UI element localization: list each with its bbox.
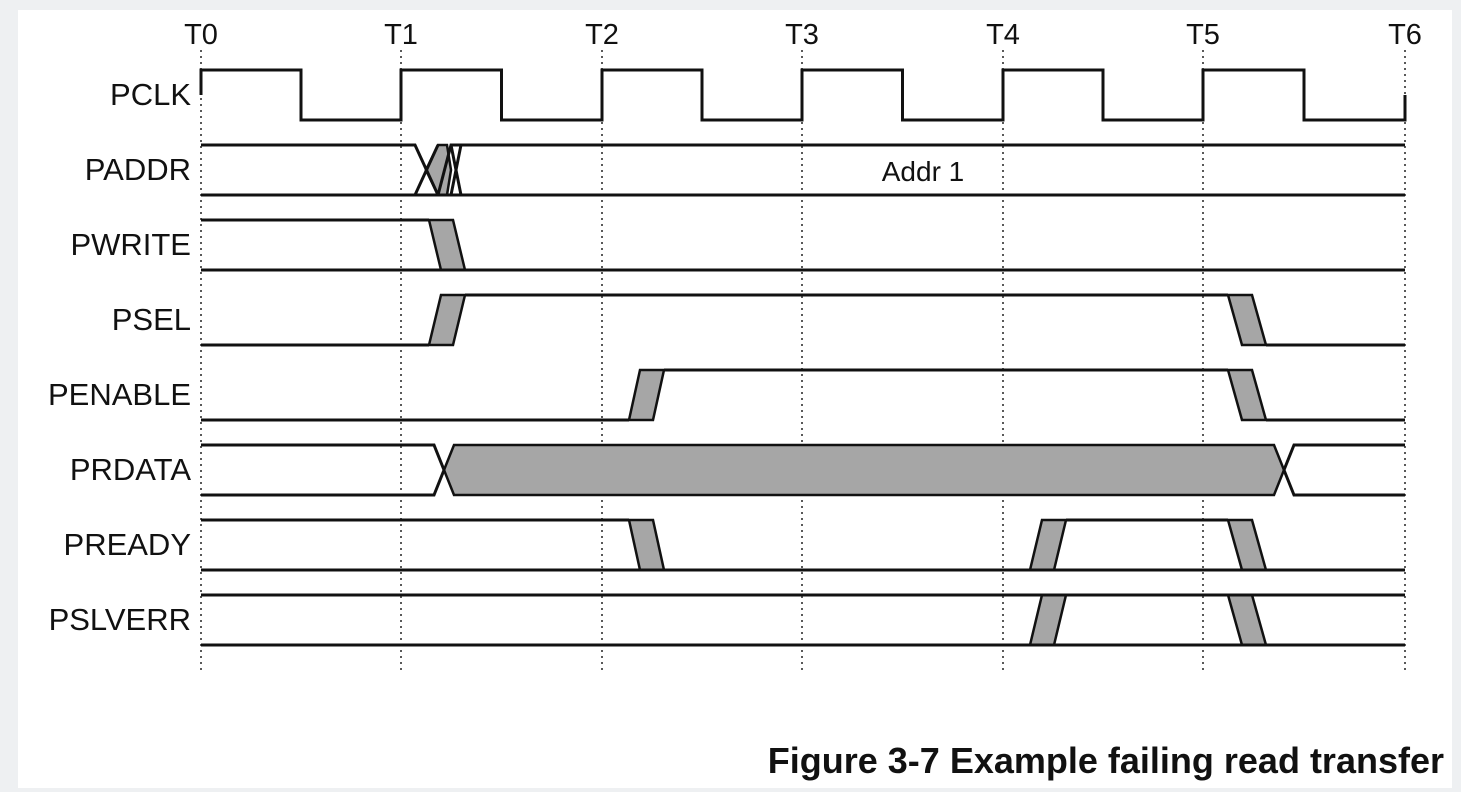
- psel-rising-transition: [427, 293, 467, 347]
- pready-falling-transition-2: [1226, 518, 1268, 572]
- paddr-cross-line-a: [413, 144, 440, 196]
- tick-label-t0: T0: [184, 19, 218, 51]
- paddr-value-label: Addr 1: [882, 156, 965, 187]
- signal-label-psel: PSEL: [112, 302, 191, 337]
- paddr-invalid-segment: [201, 143, 441, 197]
- signal-label-pready: PREADY: [64, 527, 191, 562]
- signal-label-pslverr: PSLVERR: [49, 602, 191, 637]
- prdata-invalid-fill: [442, 443, 1286, 497]
- signal-label-prdata: PRDATA: [70, 452, 191, 487]
- paddr-addr1-segment: [436, 143, 1405, 197]
- prdata-left-segment: [201, 443, 446, 497]
- tick-label-t2: T2: [585, 19, 619, 51]
- penable-falling-transition: [1226, 368, 1268, 422]
- tick-label-t5: T5: [1186, 19, 1220, 51]
- timing-diagram-canvas: T0 T1 T2 T3 T4 T5 T6 PCLK PADDR PWRITE P…: [18, 10, 1452, 788]
- tick-label-t4: T4: [986, 19, 1020, 51]
- tick-label-t1: T1: [384, 19, 418, 51]
- paddr-cross-line-c: [449, 144, 463, 196]
- signal-label-pclk: PCLK: [110, 77, 191, 112]
- pready-rising-transition: [1028, 518, 1068, 572]
- timing-diagram: T0 T1 T2 T3 T4 T5 T6 PCLK PADDR PWRITE P…: [48, 19, 1422, 672]
- pclk-waveform: [199, 68, 1407, 122]
- pslverr-rising-transition: [1028, 593, 1068, 647]
- psel-falling-transition: [1226, 293, 1268, 347]
- figure-caption: Figure 3-7 Example failing read transfer: [767, 740, 1444, 781]
- signal-label-pwrite: PWRITE: [70, 227, 191, 262]
- pwrite-falling-transition: [427, 218, 467, 272]
- pslverr-falling-transition: [1226, 593, 1268, 647]
- tick-label-t3: T3: [785, 19, 819, 51]
- signal-label-paddr: PADDR: [85, 152, 191, 187]
- pready-falling-transition-1: [627, 518, 666, 572]
- tick-label-t6: T6: [1388, 19, 1422, 51]
- prdata-right-segment: [1282, 443, 1405, 497]
- signal-label-penable: PENABLE: [48, 377, 191, 412]
- penable-rising-transition: [627, 368, 666, 422]
